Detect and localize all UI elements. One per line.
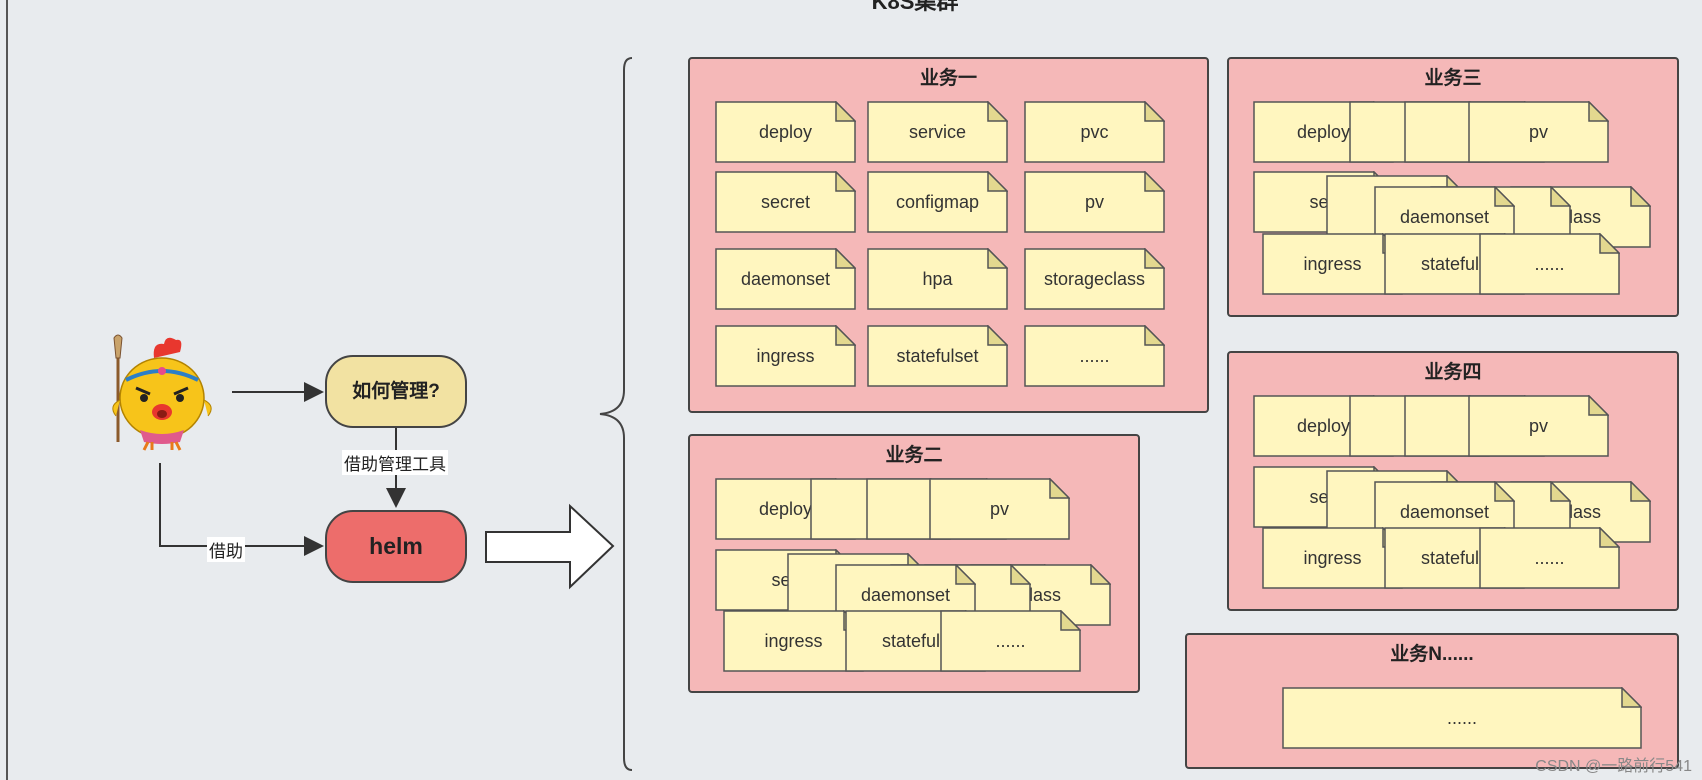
business-panel-title: 业务三 xyxy=(1424,68,1482,89)
resource-note: service xyxy=(867,101,1008,163)
question-text: 如何管理? xyxy=(352,381,440,402)
business-panel-title: 业务一 xyxy=(919,68,977,89)
resource-label: statefulset xyxy=(896,346,979,366)
resource-note: pv xyxy=(1468,395,1609,457)
note-shape xyxy=(715,248,856,310)
resource-note: statefulset xyxy=(867,325,1008,387)
resource-note: pv xyxy=(1024,171,1165,233)
resource-note: daemonset xyxy=(1374,481,1515,543)
note-shape xyxy=(715,325,856,387)
note-shape xyxy=(1468,101,1609,163)
resource-label: ingress xyxy=(764,631,823,651)
resource-label: daemonset xyxy=(1399,502,1490,522)
note-shape xyxy=(1479,527,1620,589)
big-arrow xyxy=(485,503,615,590)
note-shape xyxy=(940,610,1081,672)
resource-note: ...... xyxy=(1024,325,1165,387)
resource-label: deploy xyxy=(758,122,813,142)
resource-label: deploy xyxy=(1296,122,1351,142)
resource-label: daemonset xyxy=(740,269,831,289)
resource-label: pvc xyxy=(1080,122,1109,142)
note-shape xyxy=(867,248,1008,310)
resource-label: ingress xyxy=(1303,254,1362,274)
cluster-title: K8S集群 xyxy=(871,0,959,14)
resource-note: storageclass xyxy=(1024,248,1165,310)
note-shape xyxy=(929,478,1070,540)
resource-label: deploy xyxy=(1296,416,1351,436)
note-shape xyxy=(1468,395,1609,457)
resource-note: daemonset xyxy=(835,564,976,626)
resource-label: pv xyxy=(989,499,1009,519)
resource-note: ...... xyxy=(1282,687,1642,749)
note-shape xyxy=(1479,233,1620,295)
note-shape xyxy=(867,325,1008,387)
resource-label: statefuls xyxy=(881,631,950,651)
note-shape xyxy=(1024,101,1165,163)
resource-label: daemonset xyxy=(1399,207,1490,227)
resource-label: ...... xyxy=(1534,254,1565,274)
resource-note: pv xyxy=(1468,101,1609,163)
resource-label: pv xyxy=(1084,192,1104,212)
note-shape xyxy=(1282,687,1642,749)
chick-mascot-icon xyxy=(112,334,212,451)
resource-note: ...... xyxy=(1479,233,1620,295)
resource-note: ...... xyxy=(1479,527,1620,589)
resource-note: ingress xyxy=(1262,527,1403,589)
resource-note: daemonset xyxy=(715,248,856,310)
edge-label-direct: 借助 xyxy=(207,537,245,562)
note-shape xyxy=(1024,248,1165,310)
resource-note: secret xyxy=(715,171,856,233)
resource-label: hpa xyxy=(922,269,953,289)
resource-note: ingress xyxy=(1262,233,1403,295)
resource-label: pv xyxy=(1528,416,1548,436)
resource-label: configmap xyxy=(895,192,980,212)
resource-label: storageclass xyxy=(1043,269,1146,289)
resource-label: secret xyxy=(760,192,811,212)
helm-node: helm xyxy=(325,510,467,583)
resource-label: ...... xyxy=(1079,346,1110,366)
resource-note: hpa xyxy=(867,248,1008,310)
resource-note: ingress xyxy=(715,325,856,387)
resource-note: pvc xyxy=(1024,101,1165,163)
resource-note: pv xyxy=(929,478,1070,540)
resource-note: configmap xyxy=(867,171,1008,233)
resource-label: ...... xyxy=(1446,708,1477,728)
note-shape xyxy=(1374,481,1515,543)
resource-label: ...... xyxy=(995,631,1026,651)
left-border xyxy=(6,0,8,780)
curly-brace xyxy=(599,57,633,771)
resource-note: deploy xyxy=(715,101,856,163)
note-shape xyxy=(1024,325,1165,387)
resource-label: service xyxy=(908,122,966,142)
business-panel-title: 业务四 xyxy=(1424,362,1482,383)
note-shape xyxy=(867,171,1008,233)
resource-label: statefuls xyxy=(1420,254,1489,274)
resource-label: ingress xyxy=(756,346,815,366)
resource-label: daemonset xyxy=(860,585,951,605)
edge-mascot-helm xyxy=(159,463,324,556)
business-panel-title: 业务N...... xyxy=(1390,644,1474,665)
resource-note: ...... xyxy=(940,610,1081,672)
resource-label: ...... xyxy=(1534,548,1565,568)
note-shape xyxy=(867,101,1008,163)
resource-label: statefuls xyxy=(1420,548,1489,568)
resource-label: ingress xyxy=(1303,548,1362,568)
note-shape xyxy=(715,101,856,163)
business-panel-title: 业务二 xyxy=(885,445,943,466)
edge-label-tool: 借助管理工具 xyxy=(342,450,448,475)
note-shape xyxy=(715,171,856,233)
resource-note: ingress xyxy=(723,610,864,672)
helm-text: helm xyxy=(369,533,423,559)
resource-label: deploy xyxy=(758,499,813,519)
note-shape xyxy=(1024,171,1165,233)
question-node: 如何管理? xyxy=(325,355,467,428)
resource-label: pv xyxy=(1528,122,1548,142)
watermark: CSDN @一路前行541 xyxy=(1535,758,1692,775)
